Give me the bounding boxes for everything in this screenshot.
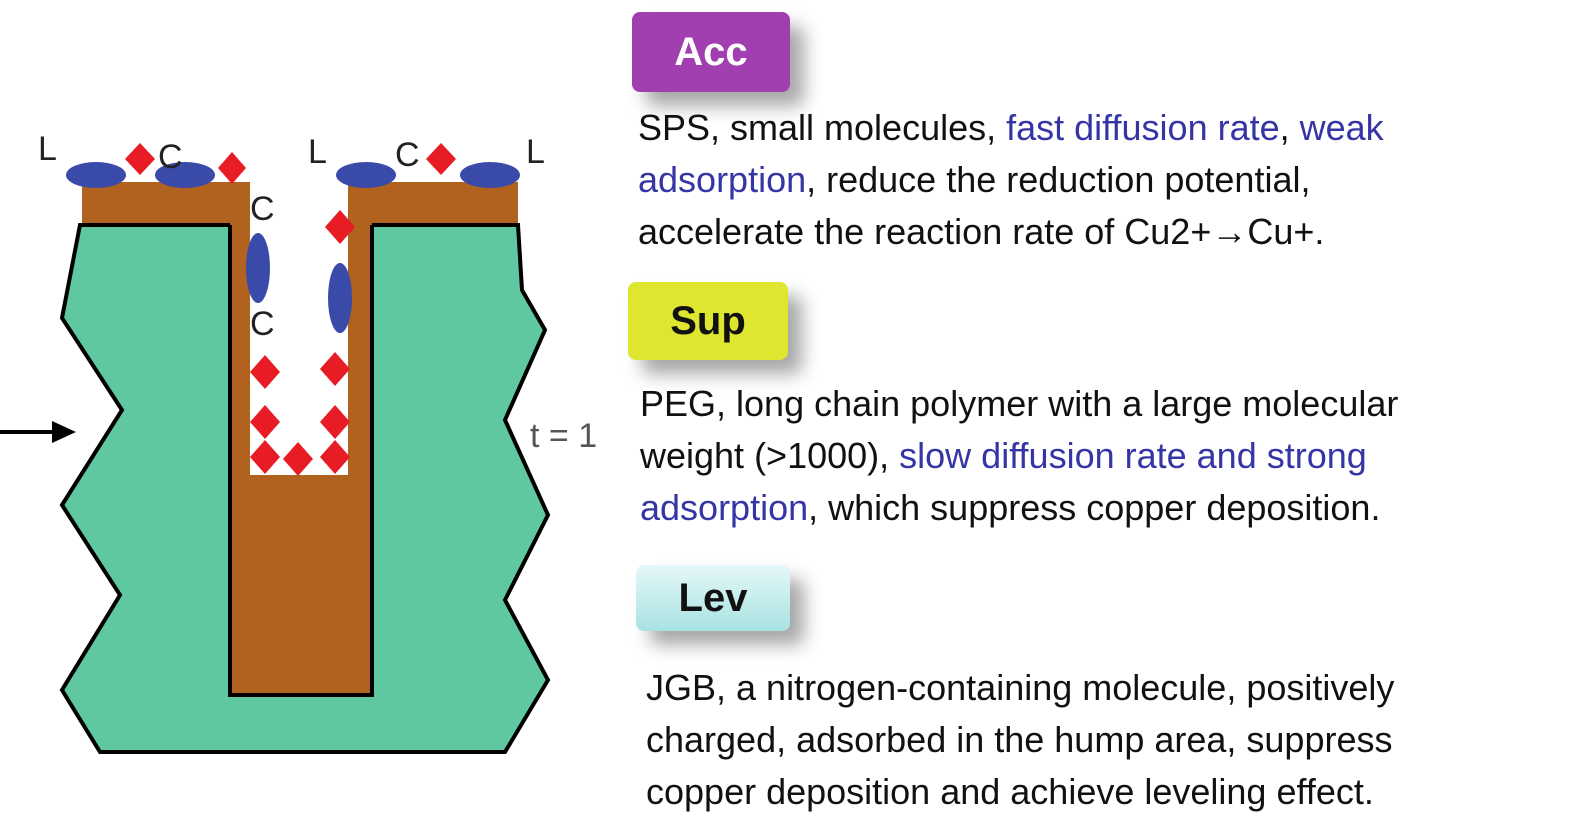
text: JGB, a nitrogen-containing molecule, pos… — [646, 667, 1395, 708]
copper-top-left — [82, 182, 250, 225]
text: accelerate the reaction rate of Cu2+→Cu+… — [638, 211, 1325, 252]
highlight-text: adsorption — [638, 159, 807, 200]
label-L: L — [526, 133, 545, 171]
text: weight (>1000), — [640, 435, 900, 476]
acc-badge: Acc — [632, 12, 790, 92]
label-C: C — [250, 190, 275, 228]
label-L: L — [308, 133, 327, 171]
highlight-text: weak — [1299, 107, 1384, 148]
copper-top-right — [348, 182, 518, 225]
accelerator-molecules — [125, 143, 456, 476]
text: charged, adsorbed in the hump area, supp… — [646, 719, 1393, 760]
text: , reduce the reduction potential, — [806, 159, 1311, 200]
label-C: C — [395, 136, 420, 174]
label-C: C — [158, 138, 183, 176]
time-label: t = 1 — [530, 417, 597, 455]
text: PEG, long chain polymer with a large mol… — [640, 383, 1399, 424]
label-C: C — [250, 305, 275, 343]
arrow-icon — [0, 421, 76, 443]
sup-description: PEG, long chain polymer with a large mol… — [640, 378, 1398, 534]
text: , — [1279, 107, 1300, 148]
acc-description: SPS, small molecules, fast diffusion rat… — [638, 102, 1384, 258]
label-L: L — [38, 130, 57, 168]
sup-badge: Sup — [628, 282, 788, 360]
trench-outline — [228, 225, 374, 697]
text: , which suppress copper deposition. — [808, 487, 1381, 528]
highlight-text: slow diffusion rate and strong — [899, 435, 1367, 476]
leveler-molecules — [66, 162, 520, 333]
via-filling-diagram: L C L C L C C t = 1 — [0, 130, 597, 754]
highlight-text: adsorption — [640, 487, 809, 528]
text: SPS, small molecules, — [638, 107, 1007, 148]
lev-badge: Lev — [636, 565, 790, 631]
lev-description: JGB, a nitrogen-containing molecule, pos… — [646, 662, 1394, 818]
highlight-text: fast diffusion rate — [1006, 107, 1280, 148]
text: copper deposition and achieve leveling e… — [646, 771, 1374, 812]
